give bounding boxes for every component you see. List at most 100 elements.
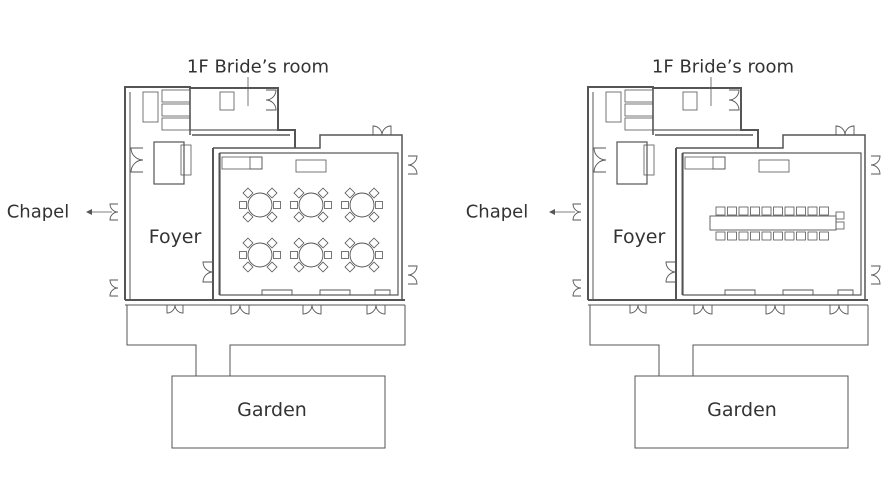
chair	[807, 231, 818, 241]
powder-door	[130, 147, 144, 173]
chair	[242, 237, 254, 249]
brides-room-label: 1F Bride’s room	[651, 56, 795, 78]
wall-notch	[782, 289, 814, 295]
chair	[341, 201, 349, 209]
chair	[290, 251, 298, 259]
chair	[324, 201, 332, 209]
chapel-door	[109, 203, 119, 221]
chair	[341, 251, 349, 259]
counter-1	[221, 156, 263, 170]
hall-foyer-door	[665, 261, 677, 283]
round-table	[349, 192, 375, 218]
banquet-table-group	[709, 206, 845, 241]
chair	[715, 206, 726, 216]
powder-room	[616, 141, 648, 185]
round-table	[247, 192, 273, 218]
chair	[761, 206, 772, 216]
chair	[344, 211, 356, 223]
chair	[242, 211, 254, 223]
chair	[317, 261, 329, 273]
chair	[317, 211, 329, 223]
chair	[368, 261, 380, 273]
sink	[682, 91, 698, 111]
counter-3	[758, 159, 790, 173]
round-table	[298, 242, 324, 268]
washbasin-1	[142, 91, 159, 123]
plan-banquet-table	[549, 77, 881, 449]
washbasin-1	[605, 91, 622, 123]
foyer-label: Foyer	[148, 226, 202, 248]
hall-garden-door-3	[829, 304, 849, 315]
foyer-garden-door	[629, 304, 647, 314]
chair	[773, 206, 783, 216]
toilet-1	[624, 89, 654, 103]
garden-label: Garden	[707, 399, 777, 421]
chair	[375, 251, 383, 259]
chair	[239, 251, 247, 259]
chair	[293, 211, 305, 223]
bride-room-door	[728, 89, 740, 111]
foyer-side-door	[109, 279, 119, 297]
chair	[293, 237, 305, 249]
counter-2	[712, 156, 726, 170]
chair	[324, 251, 332, 259]
terrace-outline	[589, 305, 660, 376]
chapel-door	[572, 203, 582, 221]
chair	[344, 187, 356, 199]
chair	[273, 251, 281, 259]
chair	[368, 237, 380, 249]
chair	[266, 211, 278, 223]
arrow-head-icon	[86, 209, 92, 215]
hall-garden-door-2	[302, 304, 322, 315]
chair	[807, 206, 818, 216]
sink	[219, 91, 235, 111]
chair	[239, 201, 247, 209]
bride-room-door	[265, 89, 277, 111]
terrace-outline	[126, 305, 197, 376]
garden-label: Garden	[237, 399, 307, 421]
chair	[819, 206, 829, 216]
garden-area	[171, 375, 386, 449]
chair	[317, 237, 329, 249]
chair	[290, 201, 298, 209]
chair	[266, 261, 278, 273]
arrow-head-icon	[549, 209, 555, 215]
hall-outer-wall	[213, 134, 403, 300]
chapel-label: Chapel	[465, 201, 529, 223]
counter-2	[249, 156, 263, 170]
hall-foyer-door	[202, 261, 214, 283]
foyer-label: Foyer	[612, 226, 666, 248]
chair	[293, 261, 305, 273]
terrace-outline	[692, 305, 869, 376]
chapel-label: Chapel	[6, 201, 70, 223]
toilet-2	[161, 103, 191, 117]
chair	[242, 261, 254, 273]
chair	[344, 237, 356, 249]
chair	[266, 187, 278, 199]
counter-1	[684, 156, 726, 170]
powder-door	[593, 147, 607, 173]
chair	[738, 231, 749, 241]
wall-notch	[319, 289, 351, 295]
hall-east-door-2	[407, 265, 418, 285]
hall-east-door-2	[870, 265, 881, 285]
chair	[796, 231, 806, 241]
chair	[773, 231, 783, 241]
chair	[835, 221, 845, 230]
chair	[273, 201, 281, 209]
banquet-table	[709, 215, 837, 231]
chair	[819, 231, 829, 241]
round-table	[247, 242, 273, 268]
basins	[180, 144, 192, 176]
round-table	[349, 242, 375, 268]
chair	[750, 231, 760, 241]
chair	[242, 187, 254, 199]
foyer-garden-door	[166, 304, 184, 314]
foyer-side-door	[572, 279, 582, 297]
toilet-3	[161, 117, 191, 131]
hall-garden-door-3	[366, 304, 386, 315]
chair	[368, 187, 380, 199]
banquet-hall	[682, 152, 862, 296]
chair	[317, 187, 329, 199]
wall-notch	[837, 289, 854, 295]
